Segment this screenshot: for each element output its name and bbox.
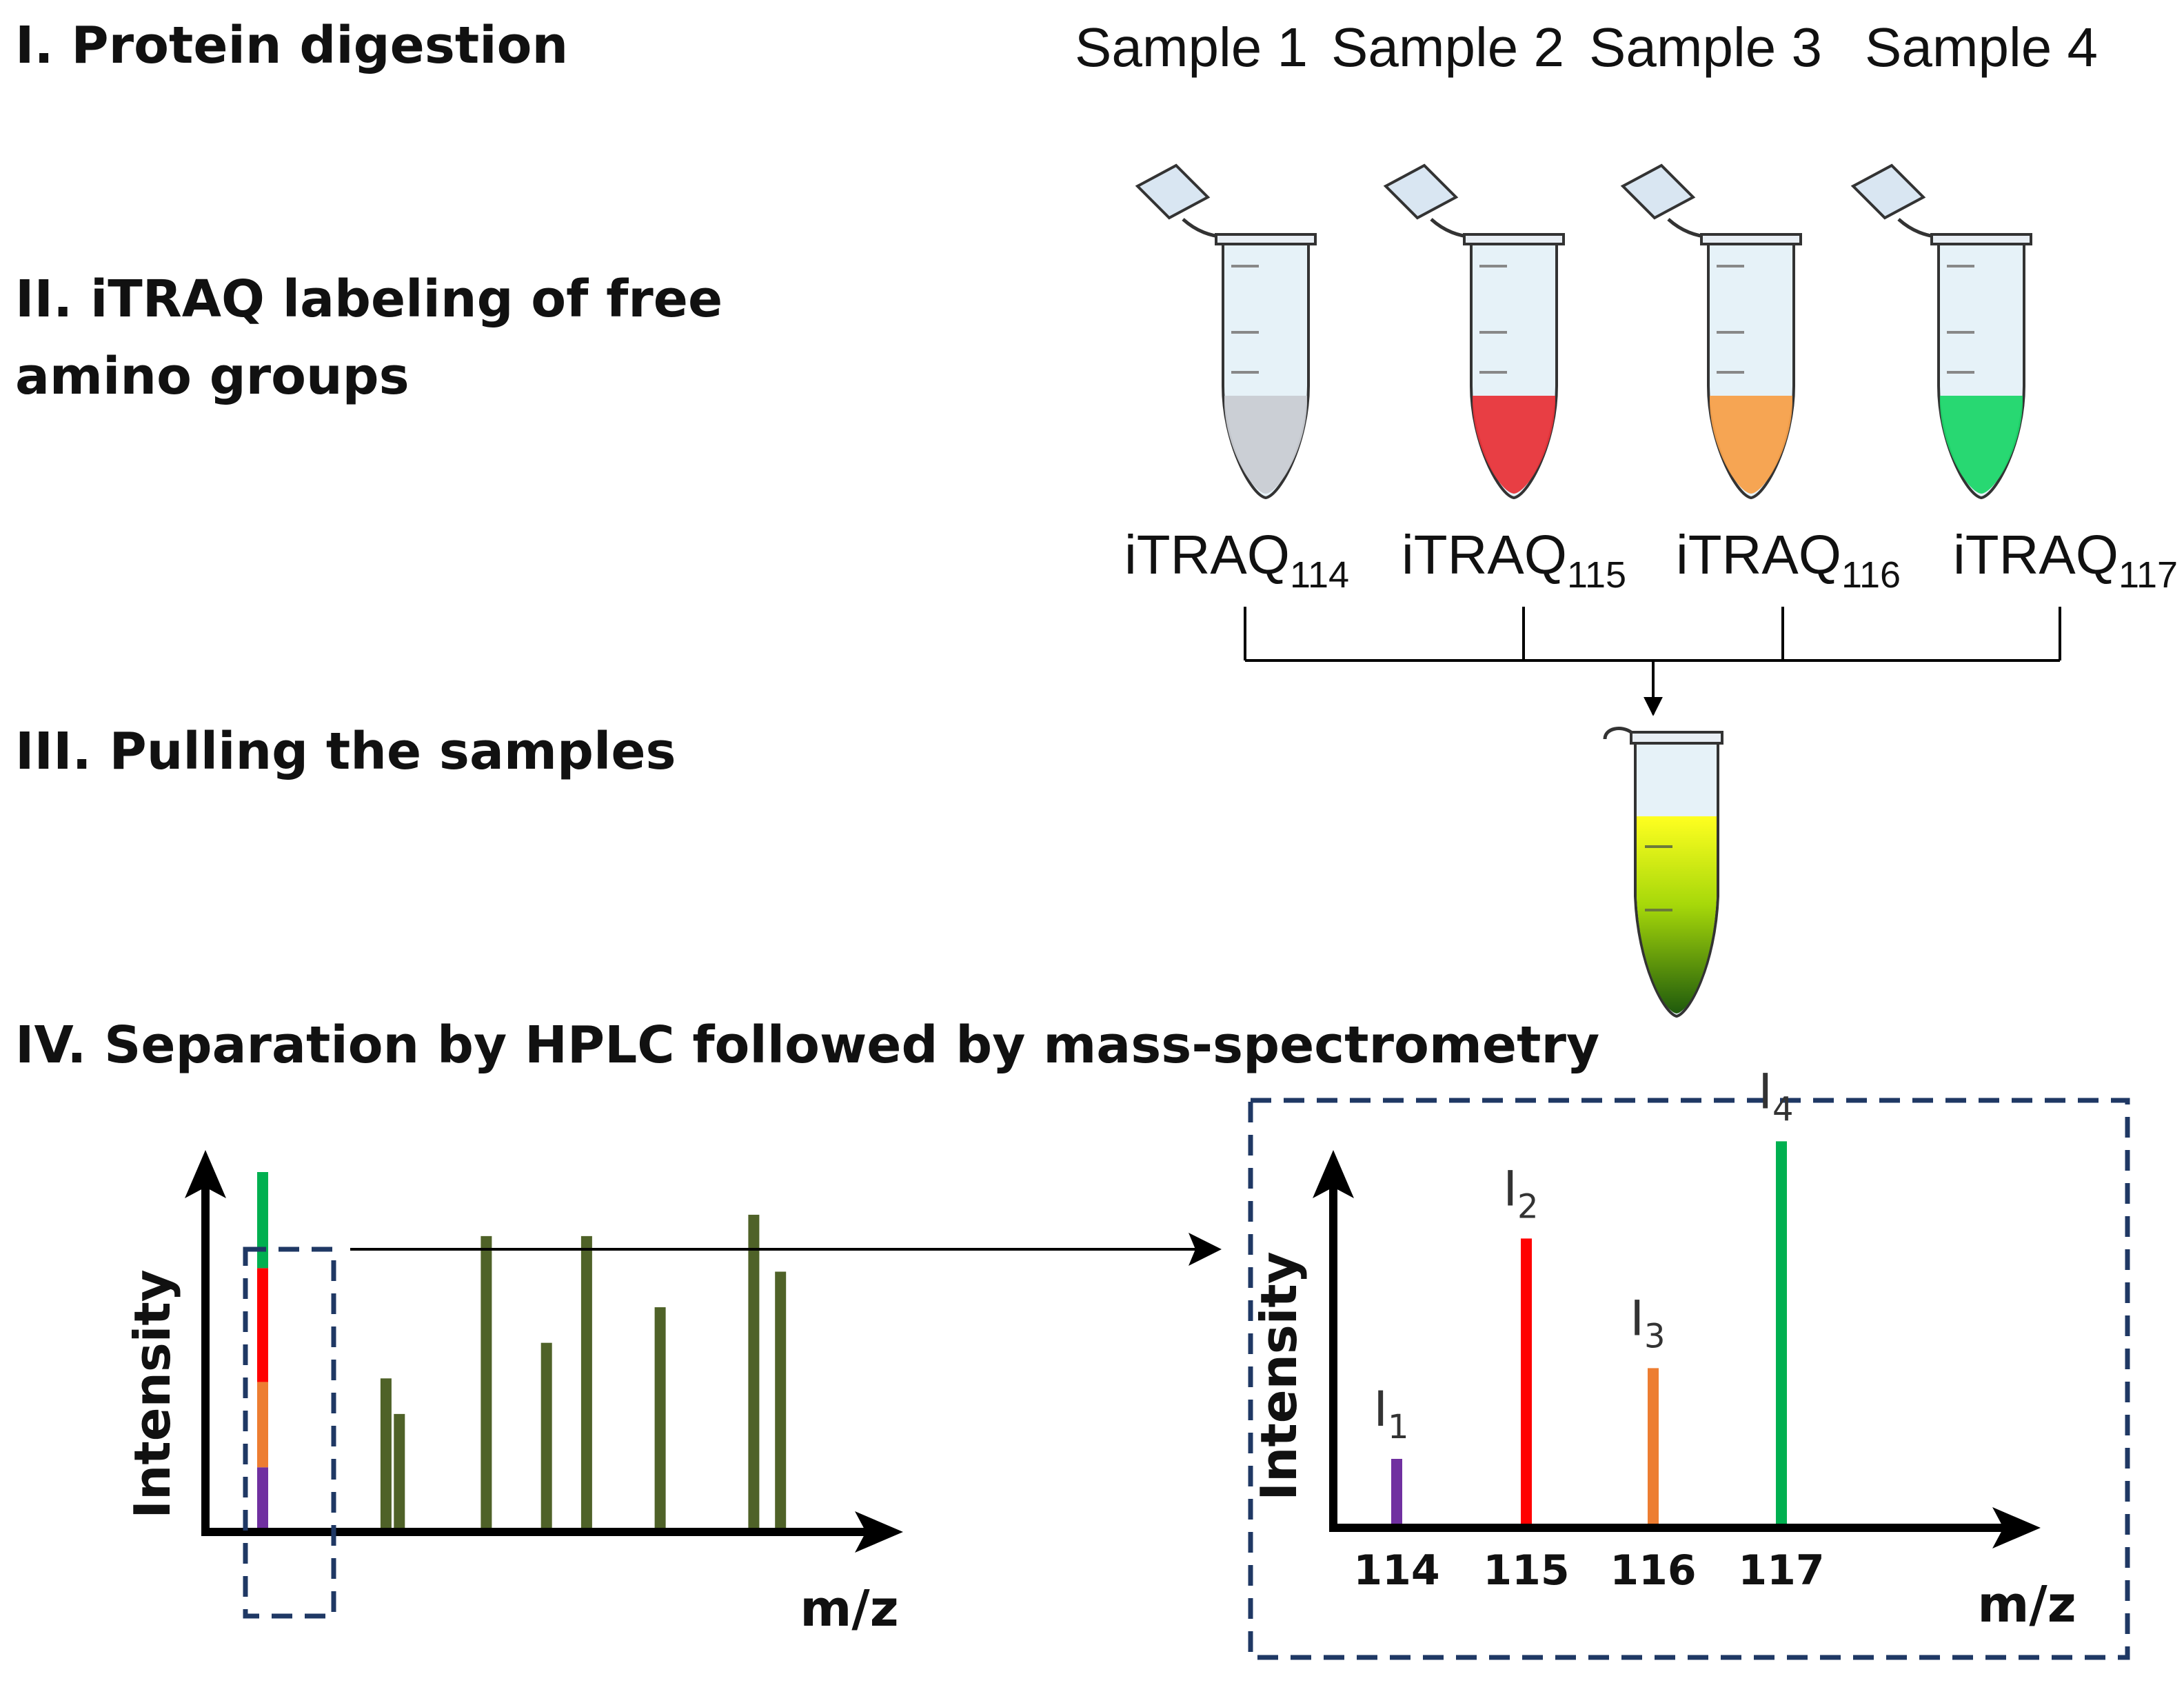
full-ms-peak-8 [775,1271,787,1528]
reporter-tick-114: 114 [1353,1546,1439,1595]
tube-sample-1 [1135,163,1317,500]
reagent-label-115: iTRAQ115 [1402,524,1626,596]
reporter-peak-label-4: I4 [1758,1063,1793,1129]
tube-cap [1850,163,1926,220]
tube-rim [1463,233,1565,245]
step-3-title: III. Pulling the samples [15,722,676,781]
reporter-peak-label-1: I1 [1373,1381,1408,1446]
full-ms-x-label: m/z [800,1580,898,1637]
stacked-segment-4 [257,1172,268,1269]
pooled-tube-cap [1603,727,1632,740]
stacked-segment-2 [257,1382,268,1468]
reporter-peak-label-3: I3 [1630,1290,1665,1355]
reporter-peak-116 [1648,1368,1659,1524]
step-1-title: I. Protein digestion [15,16,569,75]
sample-label-2: Sample 2 [1331,17,1564,78]
full-ms-y-arrowhead [185,1150,226,1198]
tube-liquid [1473,396,1555,494]
tube-cap [1620,163,1696,220]
full-ms-peak-1 [380,1378,392,1528]
zoom-arrow [350,1233,1222,1266]
tube-liquid [1224,396,1307,494]
reagent-label-114: iTRAQ114 [1124,524,1349,596]
full-ms-x-arrowhead [855,1511,903,1553]
tube-rim [1700,233,1802,245]
tube-sample-3 [1620,163,1802,500]
tube-rim [1930,233,2032,245]
full-ms-peak-6 [654,1307,666,1528]
tube-sample-2 [1383,163,1565,500]
pooled-tube-liquid [1637,816,1717,1013]
full-ms-spectrum: Intensity m/z [123,1150,903,1637]
full-ms-peak-4 [540,1342,552,1528]
reagent-labels: iTRAQ114 iTRAQ115 iTRAQ116 iTRAQ117 [1124,524,2178,596]
pooled-tube-rim [1630,731,1723,745]
tube-liquid [1940,396,2023,494]
sample-tubes [1135,163,2032,500]
reagent-label-116: iTRAQ116 [1676,524,1901,596]
reporter-y-label: Intensity [1250,1251,1308,1500]
zoom-dashed-box [1248,1098,2130,1660]
zoom-arrow-head [1189,1233,1222,1266]
sample-label-1: Sample 1 [1075,17,1308,78]
sample-label-3: Sample 3 [1589,17,1822,78]
pooled-sample-tube [1603,727,1723,1018]
selection-dashed-box [243,1247,336,1619]
reporter-ion-spectrum: 114 I1 115 I2 116 I3 117 I4 Intensity m/z [1248,1063,2130,1660]
tube-cap [1383,163,1459,220]
stacked-segment-3 [257,1268,268,1382]
reporter-peak-115 [1521,1238,1532,1524]
reporter-peak-label-2: I2 [1503,1160,1538,1226]
tube-cap [1135,163,1211,220]
step-4-title: IV. Separation by HPLC followed by mass-… [15,1016,1600,1075]
pooling-bracket [1244,607,2061,716]
reporter-ion-peaks: 114 I1 115 I2 116 I3 117 I4 [1353,1063,1824,1595]
reporter-tick-116: 116 [1610,1546,1696,1595]
tube-sample-4 [1850,163,2032,500]
tube-liquid [1710,396,1792,494]
reporter-x-label: m/z [1977,1575,2076,1633]
full-ms-y-label: Intensity [123,1269,181,1518]
reagent-label-117: iTRAQ117 [1953,524,2178,596]
reporter-tick-115: 115 [1483,1546,1569,1595]
full-ms-peak-7 [748,1214,760,1528]
tube-rim [1215,233,1317,245]
full-ms-peaks [257,1172,787,1528]
reporter-tick-117: 117 [1738,1546,1824,1595]
step-2-title: II. iTRAQ labeling of free amino groups [15,270,723,406]
stacked-segment-1 [257,1467,268,1528]
reporter-peak-117 [1776,1141,1787,1524]
full-ms-peak-3 [481,1235,492,1528]
reporter-x-arrowhead [1992,1507,2041,1548]
reporter-y-arrowhead [1313,1150,1354,1198]
sample-labels: Sample 1 Sample 2 Sample 3 Sample 4 [1075,17,2098,78]
full-ms-peak-2 [394,1413,405,1528]
sample-label-4: Sample 4 [1865,17,2098,78]
reporter-peak-114 [1391,1459,1402,1524]
full-ms-peak-5 [580,1235,592,1528]
